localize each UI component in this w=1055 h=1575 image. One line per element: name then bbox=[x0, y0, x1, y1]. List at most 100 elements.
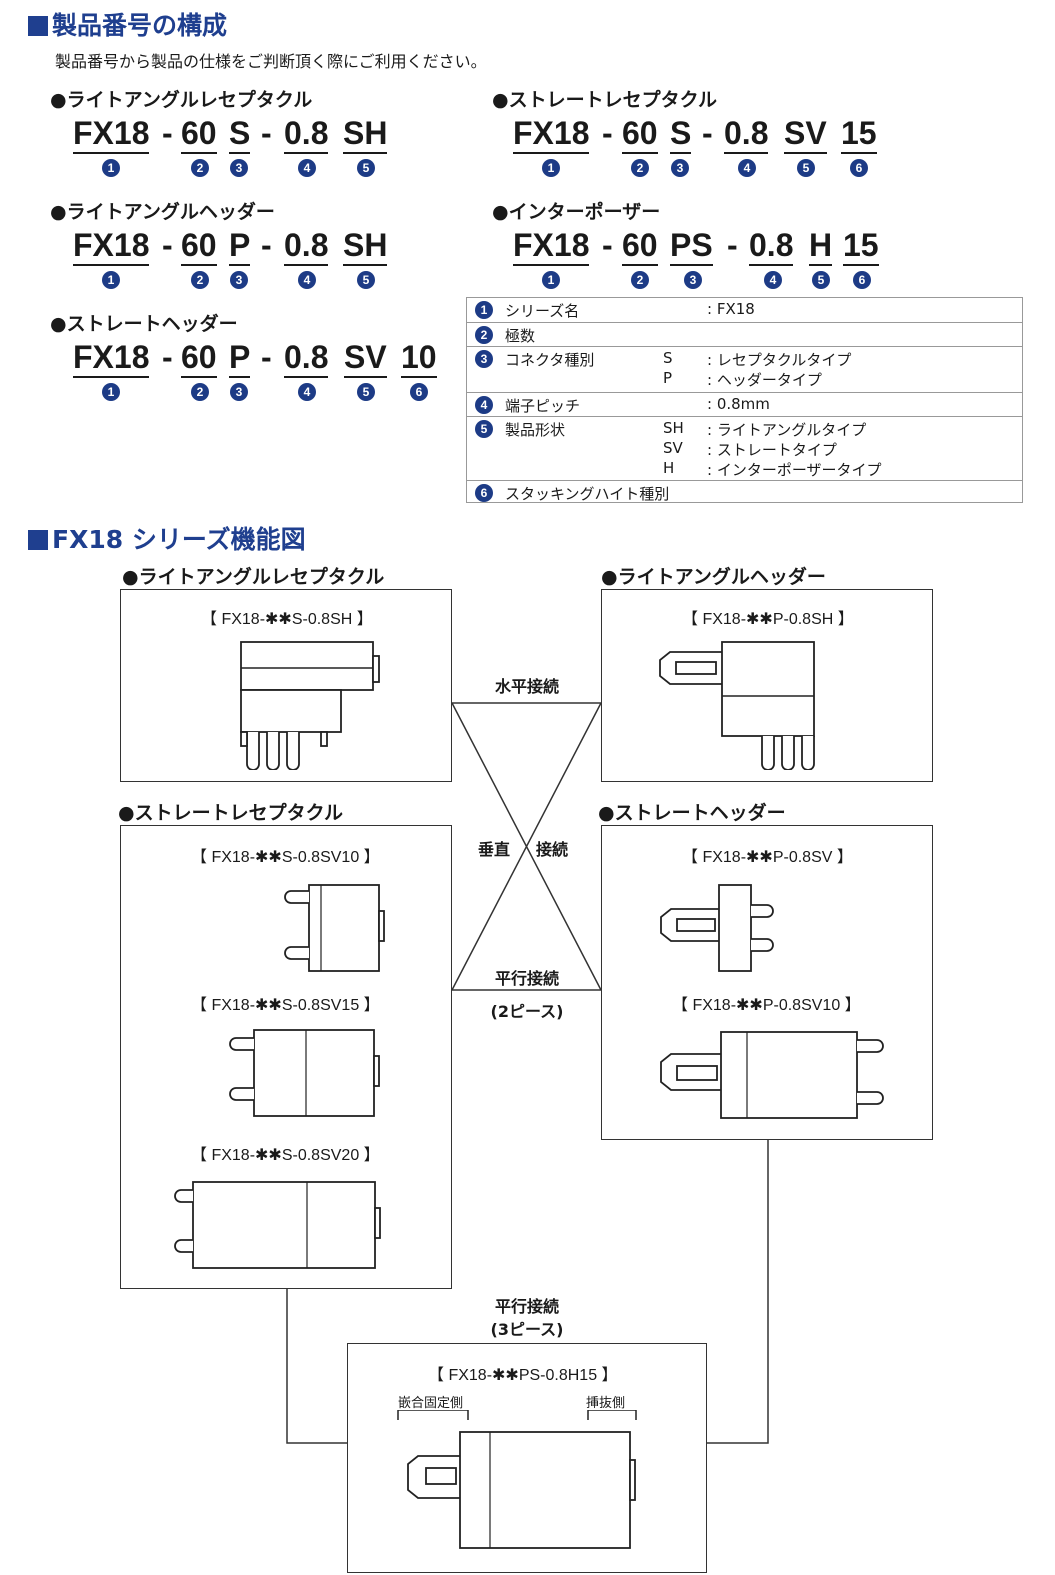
num-badge-6: 6 bbox=[475, 484, 493, 502]
num-badge-1: 1 bbox=[542, 271, 560, 289]
num-badge-1: 1 bbox=[475, 301, 493, 319]
pn-dash: - bbox=[162, 115, 173, 151]
num-badge-5: 5 bbox=[357, 383, 375, 401]
block-title-st-header: ●ストレートヘッダー bbox=[50, 313, 238, 335]
pn-type: P bbox=[229, 227, 251, 266]
num-badge-2: 2 bbox=[191, 271, 209, 289]
pn-shape: SV bbox=[344, 339, 387, 378]
box-interposer: 【 FX18-✱✱PS-0.8H15 】 嵌合固定側 挿抜側 bbox=[347, 1343, 707, 1573]
pn-series: FX18 bbox=[513, 227, 590, 266]
caption-ra-receptacle: 【 FX18-✱✱S-0.8SH 】 bbox=[201, 611, 373, 628]
pn-pitch: 0.8 bbox=[284, 115, 329, 154]
caption-st-header-sv: 【 FX18-✱✱P-0.8SV 】 bbox=[682, 849, 853, 866]
num-badge-1: 1 bbox=[102, 271, 120, 289]
square-bullet-icon bbox=[28, 16, 48, 36]
legend-label: シリーズ名 bbox=[505, 302, 580, 320]
num-badge-4: 4 bbox=[298, 159, 316, 177]
num-badge-3: 3 bbox=[684, 271, 702, 289]
num-badge-2: 2 bbox=[191, 159, 209, 177]
legend-row-stack: 6 スタッキングハイト種別 bbox=[467, 480, 1022, 503]
pn-pitch: 0.8 bbox=[284, 339, 329, 378]
st-receptacle-sv10-drawing bbox=[284, 884, 385, 972]
legend-code: H bbox=[663, 459, 675, 477]
box-st-receptacle: 【 FX18-✱✱S-0.8SV10 】 【 FX18-✱✱S-0.8SV15 … bbox=[120, 825, 452, 1289]
part-number-ra-receptacle: FX18 - 60 S - 0.8 SH bbox=[73, 115, 413, 155]
legend-row-pitch: 4 端子ピッチ : 0.8mm bbox=[467, 392, 1022, 417]
pn-type: P bbox=[229, 339, 251, 378]
legend-value: : FX18 bbox=[707, 300, 755, 318]
num-badge-4: 4 bbox=[298, 271, 316, 289]
caption-st-header-sv10: 【 FX18-✱✱P-0.8SV10 】 bbox=[672, 997, 861, 1014]
box-st-header: 【 FX18-✱✱P-0.8SV 】 【 FX18-✱✱P-0.8SV10 】 bbox=[601, 825, 933, 1140]
legend-table: 1 シリーズ名 : FX18 2 極数 3 コネクタ種別 S : レセプタクルタ… bbox=[466, 297, 1023, 503]
num-badge-1: 1 bbox=[102, 159, 120, 177]
num-badge-5: 5 bbox=[357, 159, 375, 177]
diagram-title-ra-receptacle: ●ライトアングルレセプタクル bbox=[122, 566, 385, 588]
legend-label: 端子ピッチ bbox=[505, 397, 581, 415]
label-mating-fixed-side: 嵌合固定側 bbox=[398, 1396, 464, 1411]
block-title-ra-receptacle: ●ライトアングルレセプタクル bbox=[50, 89, 313, 111]
legend-label: スタッキングハイト種別 bbox=[505, 485, 670, 503]
caption-st-receptacle-sv15: 【 FX18-✱✱S-0.8SV15 】 bbox=[191, 997, 380, 1014]
label-vertical-a: 垂直 bbox=[478, 836, 511, 860]
num-badge-2: 2 bbox=[475, 326, 493, 344]
legend-value: : インターポーザータイプ bbox=[707, 461, 882, 479]
part-number-st-header: FX18 - 60 P - 0.8 SV 10 bbox=[73, 339, 453, 379]
legend-code: SV bbox=[663, 439, 683, 457]
num-badge-5: 5 bbox=[357, 271, 375, 289]
pn-shape: H bbox=[809, 227, 833, 266]
num-badge-3: 3 bbox=[230, 159, 248, 177]
ra-header-drawing bbox=[659, 641, 815, 770]
caption-ra-header: 【 FX18-✱✱P-0.8SH 】 bbox=[682, 611, 854, 628]
pn-dash: - bbox=[727, 227, 738, 263]
legend-label: 製品形状 bbox=[505, 421, 566, 439]
num-badge-5: 5 bbox=[475, 420, 493, 438]
section-title-part-number: 製品番号の構成 bbox=[28, 6, 227, 42]
num-badge-6: 6 bbox=[850, 159, 868, 177]
caption-st-receptacle-sv20: 【 FX18-✱✱S-0.8SV20 】 bbox=[191, 1147, 380, 1164]
num-badge-1: 1 bbox=[542, 159, 560, 177]
caption-st-receptacle-sv10: 【 FX18-✱✱S-0.8SV10 】 bbox=[191, 849, 380, 866]
label-parallel-3piece: 平行接続 bbox=[494, 1297, 559, 1316]
block-title-st-receptacle: ●ストレートレセプタクル bbox=[492, 89, 718, 111]
cross-line-b bbox=[451, 702, 602, 991]
parallel-3piece-line-right bbox=[707, 1139, 769, 1444]
diagram-title-st-receptacle: ●ストレートレセプタクル bbox=[118, 802, 344, 824]
num-badge-3: 3 bbox=[230, 271, 248, 289]
st-receptacle-sv15-drawing bbox=[229, 1029, 380, 1117]
label-insertion-side: 挿抜側 bbox=[586, 1396, 626, 1411]
pn-type: PS bbox=[670, 227, 713, 266]
block-title-ra-header: ●ライトアングルヘッダー bbox=[50, 201, 275, 223]
pn-type: S bbox=[670, 115, 692, 154]
legend-row-series: 1 シリーズ名 : FX18 bbox=[467, 298, 1022, 322]
diagram-title-ra-header: ●ライトアングルヘッダー bbox=[601, 566, 826, 588]
pn-pitch: 0.8 bbox=[724, 115, 769, 154]
legend-code: SH bbox=[663, 419, 684, 437]
pn-dash: - bbox=[162, 227, 173, 263]
pn-shape: SH bbox=[343, 115, 388, 154]
num-badge-4: 4 bbox=[738, 159, 756, 177]
label-parallel-2piece-sub: (2ピース) bbox=[490, 1002, 564, 1021]
pn-dash: - bbox=[602, 115, 613, 151]
pn-shape: SV bbox=[784, 115, 827, 154]
ra-receptacle-drawing bbox=[240, 641, 380, 770]
pn-series: FX18 bbox=[73, 115, 150, 154]
legend-code: S bbox=[663, 349, 673, 367]
legend-label: コネクタ種別 bbox=[505, 351, 595, 369]
pn-poles: 60 bbox=[181, 339, 217, 378]
num-badge-1: 1 bbox=[102, 383, 120, 401]
box-ra-receptacle: 【 FX18-✱✱S-0.8SH 】 bbox=[120, 589, 452, 782]
label-vertical-b: 接続 bbox=[536, 836, 569, 860]
pn-dash: - bbox=[702, 115, 713, 151]
label-horizontal-connection: 水平接続 bbox=[478, 673, 576, 697]
num-badge-2: 2 bbox=[631, 159, 649, 177]
num-badge-4: 4 bbox=[475, 396, 493, 414]
part-number-interposer: FX18 - 60 PS - 0.8 H 15 bbox=[513, 227, 893, 267]
num-badge-6: 6 bbox=[410, 383, 428, 401]
legend-label: 極数 bbox=[505, 327, 536, 345]
block-title-interposer: ●インターポーザー bbox=[492, 201, 661, 223]
legend-row-shape: 5 製品形状 SH : ライトアングルタイプ SV : ストレートタイプ H :… bbox=[467, 416, 1022, 481]
pn-pitch: 0.8 bbox=[284, 227, 329, 266]
num-badge-5: 5 bbox=[797, 159, 815, 177]
st-header-sv-drawing bbox=[660, 884, 774, 972]
